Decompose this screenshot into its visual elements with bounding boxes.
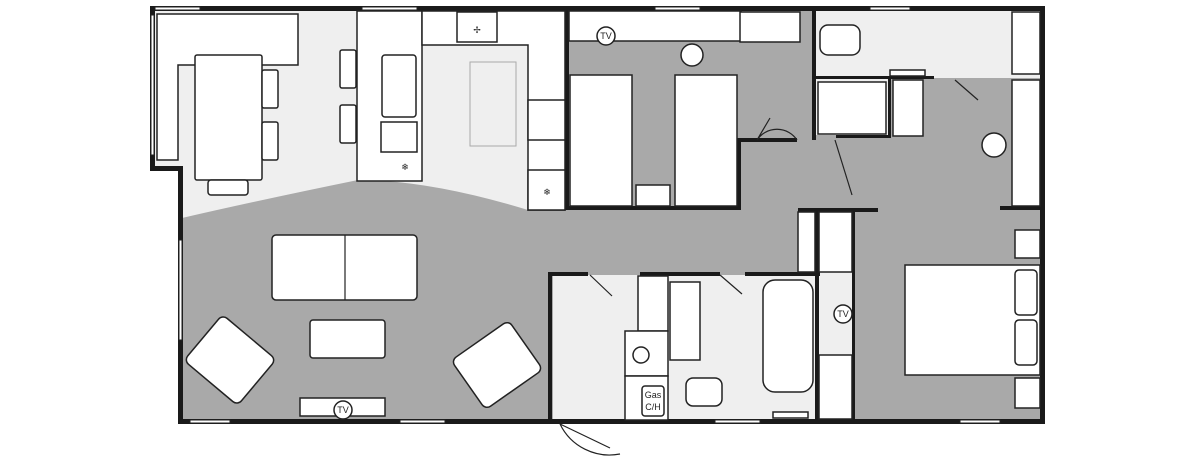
twin-bedroom: TV — [568, 10, 801, 207]
tv-icon — [596, 26, 616, 46]
tv-label: TV — [337, 405, 349, 415]
chair — [261, 121, 279, 161]
single-bed — [674, 74, 738, 207]
door-corridor[interactable] — [834, 139, 853, 196]
armchair — [185, 316, 275, 404]
corner-sofa — [156, 13, 299, 161]
living-area: TV — [185, 234, 542, 420]
basin — [669, 281, 701, 361]
pillow — [1014, 269, 1038, 316]
toilet — [685, 377, 723, 407]
pillow — [1014, 319, 1038, 366]
toilet — [819, 24, 861, 56]
fan-icon: ✢ — [473, 25, 481, 35]
tv-label: TV — [837, 309, 849, 319]
rug — [469, 61, 517, 147]
kitchen: ❄ ✢ ❄ — [356, 10, 566, 211]
bedside-table — [1014, 377, 1041, 409]
radiator — [772, 411, 809, 419]
ceiling-light — [981, 132, 1007, 158]
hanging-rail — [739, 11, 801, 43]
chair — [207, 179, 249, 196]
door-twin-bedroom[interactable] — [756, 117, 798, 141]
wardrobe — [818, 211, 853, 273]
dishwasher-icon — [380, 121, 418, 153]
shower-tray — [817, 81, 887, 135]
radiator — [889, 69, 926, 77]
boiler-label: C/H — [645, 402, 661, 412]
single-bed — [569, 74, 633, 207]
sink — [381, 54, 417, 118]
armchair — [452, 321, 542, 409]
washing-machine-drum — [632, 346, 650, 364]
ceiling-light — [680, 43, 704, 67]
fridge-freezer — [527, 169, 566, 211]
bedside-table — [635, 184, 671, 207]
hob-extractor — [456, 11, 498, 43]
door-entrance[interactable] — [559, 423, 621, 456]
bar-stool — [339, 49, 357, 89]
tv-icon — [833, 304, 853, 324]
doors — [559, 79, 979, 456]
utility-bathroom: Gas C/H — [624, 275, 814, 421]
basin — [1011, 11, 1041, 75]
tv-icon — [333, 400, 353, 420]
wine-fridge-icon: ❄ — [401, 162, 409, 172]
en-suite — [817, 11, 1041, 137]
dining-table — [194, 54, 263, 181]
door-utility[interactable] — [589, 274, 613, 297]
bath — [762, 279, 814, 393]
dining-area — [156, 13, 357, 196]
boiler — [641, 385, 665, 417]
windows — [150, 6, 1001, 424]
linen-cupboard — [797, 211, 816, 273]
wardrobe — [818, 354, 853, 420]
hob-cupboard — [637, 275, 669, 332]
door-master-bedroom[interactable] — [954, 79, 979, 101]
wardrobe — [568, 10, 742, 42]
bar-stool — [339, 104, 357, 144]
door-bathroom[interactable] — [719, 274, 743, 295]
wardrobe — [892, 79, 924, 137]
snowflake-icon: ❄ — [543, 187, 551, 197]
microwave-oven — [527, 99, 566, 141]
tv-label: TV — [600, 31, 612, 41]
coffee-table — [309, 319, 386, 359]
master-bedroom: TV — [797, 79, 1041, 420]
chair — [261, 69, 279, 109]
wardrobe — [1011, 79, 1041, 207]
boiler-label: Gas — [645, 390, 662, 400]
bedside-table — [1014, 229, 1041, 259]
